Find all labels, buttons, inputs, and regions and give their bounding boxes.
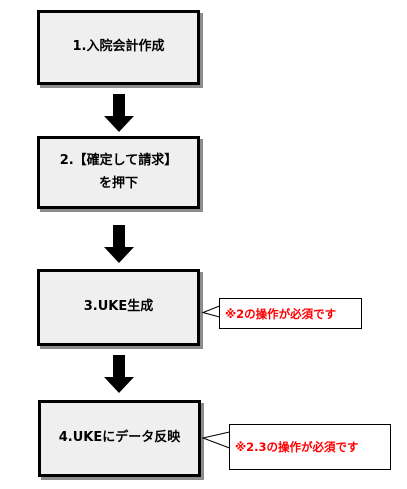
step-2-label-line-2: を押下 <box>98 175 138 191</box>
down-arrow-icon <box>104 355 134 393</box>
step-2-label-line-1: 2.【確定して請求】 <box>59 153 178 169</box>
note-1-callout: ※2の操作が必須です <box>219 298 362 329</box>
down-arrow-icon <box>104 225 134 263</box>
note-2-pointer <box>201 431 230 449</box>
down-arrow-icon <box>104 94 134 132</box>
note-2-text: ※2.3の操作が必須です <box>235 440 359 454</box>
step-3-label: 3.UKE生成 <box>83 299 154 315</box>
step-3-box: 3.UKE生成 <box>37 269 200 346</box>
note-1-text: ※2の操作が必須です <box>225 306 337 321</box>
step-4-box: 4.UKEにデータ反映 <box>38 400 201 477</box>
step-2-box: 2.【確定して請求】 を押下 <box>37 136 200 209</box>
note-1-pointer <box>201 305 220 318</box>
step-1-label: 1.入院会計作成 <box>72 39 165 55</box>
step-1-box: 1.入院会計作成 <box>37 10 200 85</box>
note-2-callout: ※2.3の操作が必須です <box>229 424 391 470</box>
step-4-label: 4.UKEにデータ反映 <box>58 430 181 446</box>
